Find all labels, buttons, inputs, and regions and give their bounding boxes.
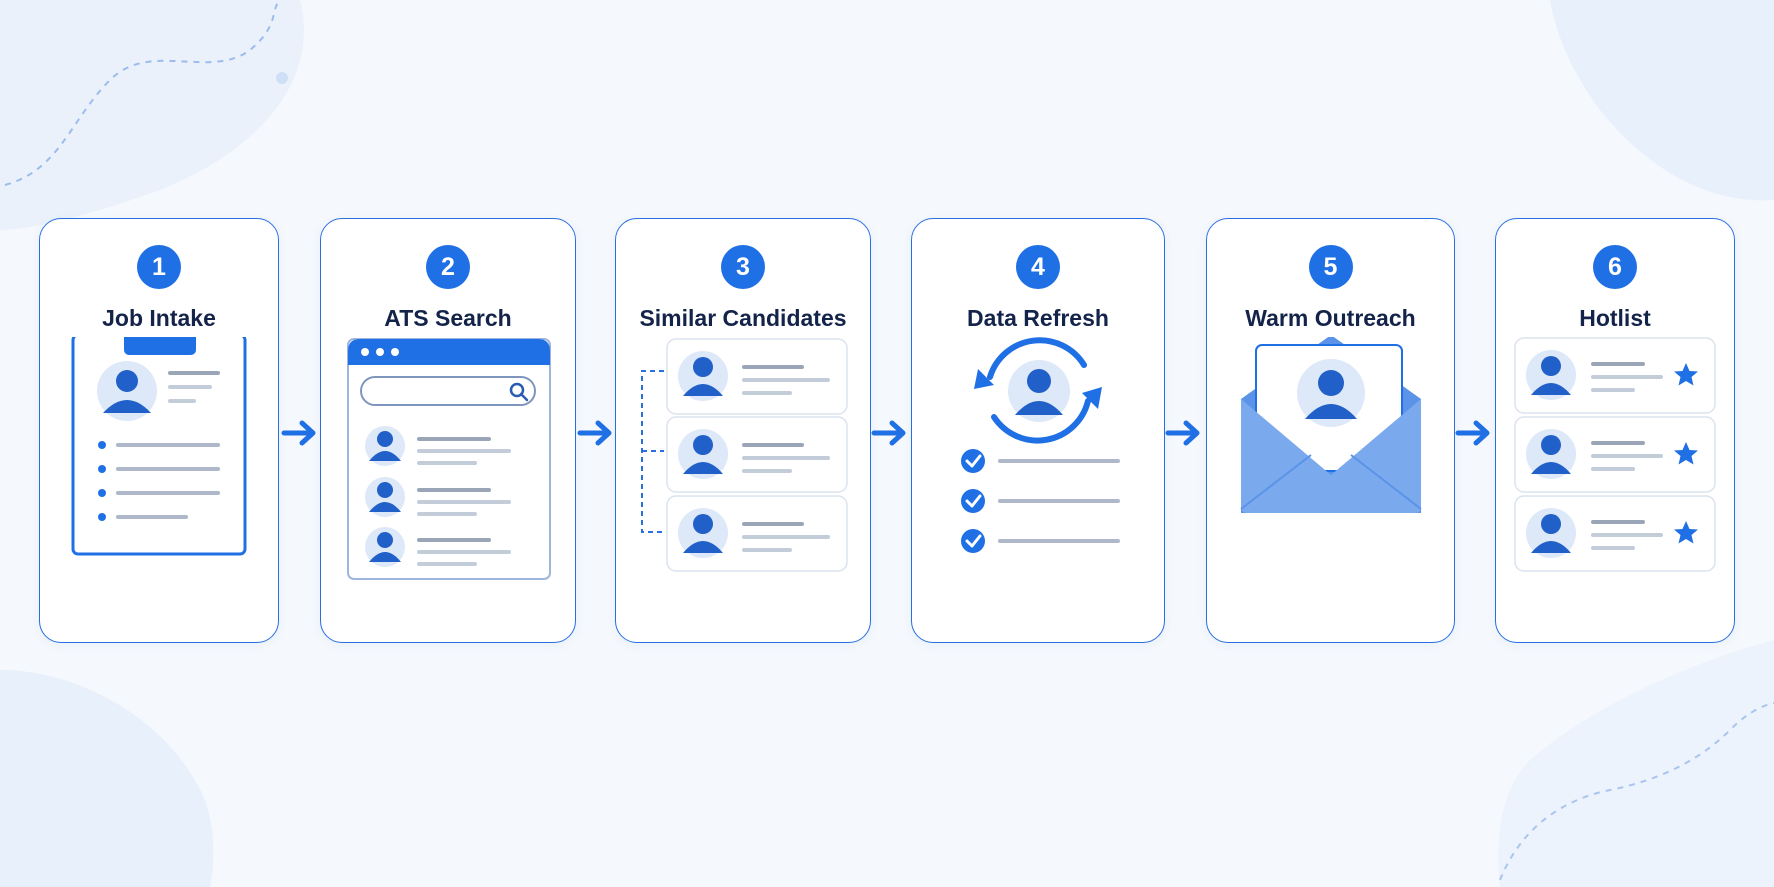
arrow-right-icon <box>1165 420 1200 446</box>
step-card-job-intake: 1 Job Intake <box>39 218 279 643</box>
step-card-ats-search: 2 ATS Search <box>320 218 576 643</box>
step-title: Warm Outreach <box>1245 305 1416 331</box>
step-card-hotlist: 6 Hotlist <box>1495 218 1735 643</box>
step-title: Similar Candidates <box>639 305 847 331</box>
arrow-right-icon <box>577 420 612 446</box>
step-title: Data Refresh <box>967 305 1109 331</box>
step-title: Job Intake <box>102 305 216 331</box>
step-card-similar-candidates: 3 Similar Candidates <box>615 218 871 643</box>
step-title: Hotlist <box>1579 305 1651 331</box>
arrow-right-icon <box>281 420 316 446</box>
arrow-right-icon <box>1455 420 1490 446</box>
refresh-profile-icon <box>961 337 1120 553</box>
clipboard-profile-icon <box>71 337 247 556</box>
step-card-data-refresh: 4 Data Refresh <box>911 218 1165 643</box>
step-number-badge: 1 <box>137 245 181 289</box>
envelope-profile-icon <box>1240 337 1422 513</box>
step-number-badge: 5 <box>1308 245 1353 289</box>
step-number-badge: 2 <box>426 245 470 289</box>
candidate-cards-icon <box>641 338 848 572</box>
arrow-right-icon <box>871 420 906 446</box>
step-number-badge: 3 <box>721 245 765 289</box>
browser-search-icon <box>347 338 551 580</box>
step-number-badge: 4 <box>1016 245 1060 289</box>
starred-candidates-icon <box>1514 337 1716 572</box>
step-title: ATS Search <box>384 305 512 331</box>
step-card-warm-outreach: 5 Warm Outreach <box>1206 218 1455 643</box>
step-number-badge: 6 <box>1593 245 1637 289</box>
